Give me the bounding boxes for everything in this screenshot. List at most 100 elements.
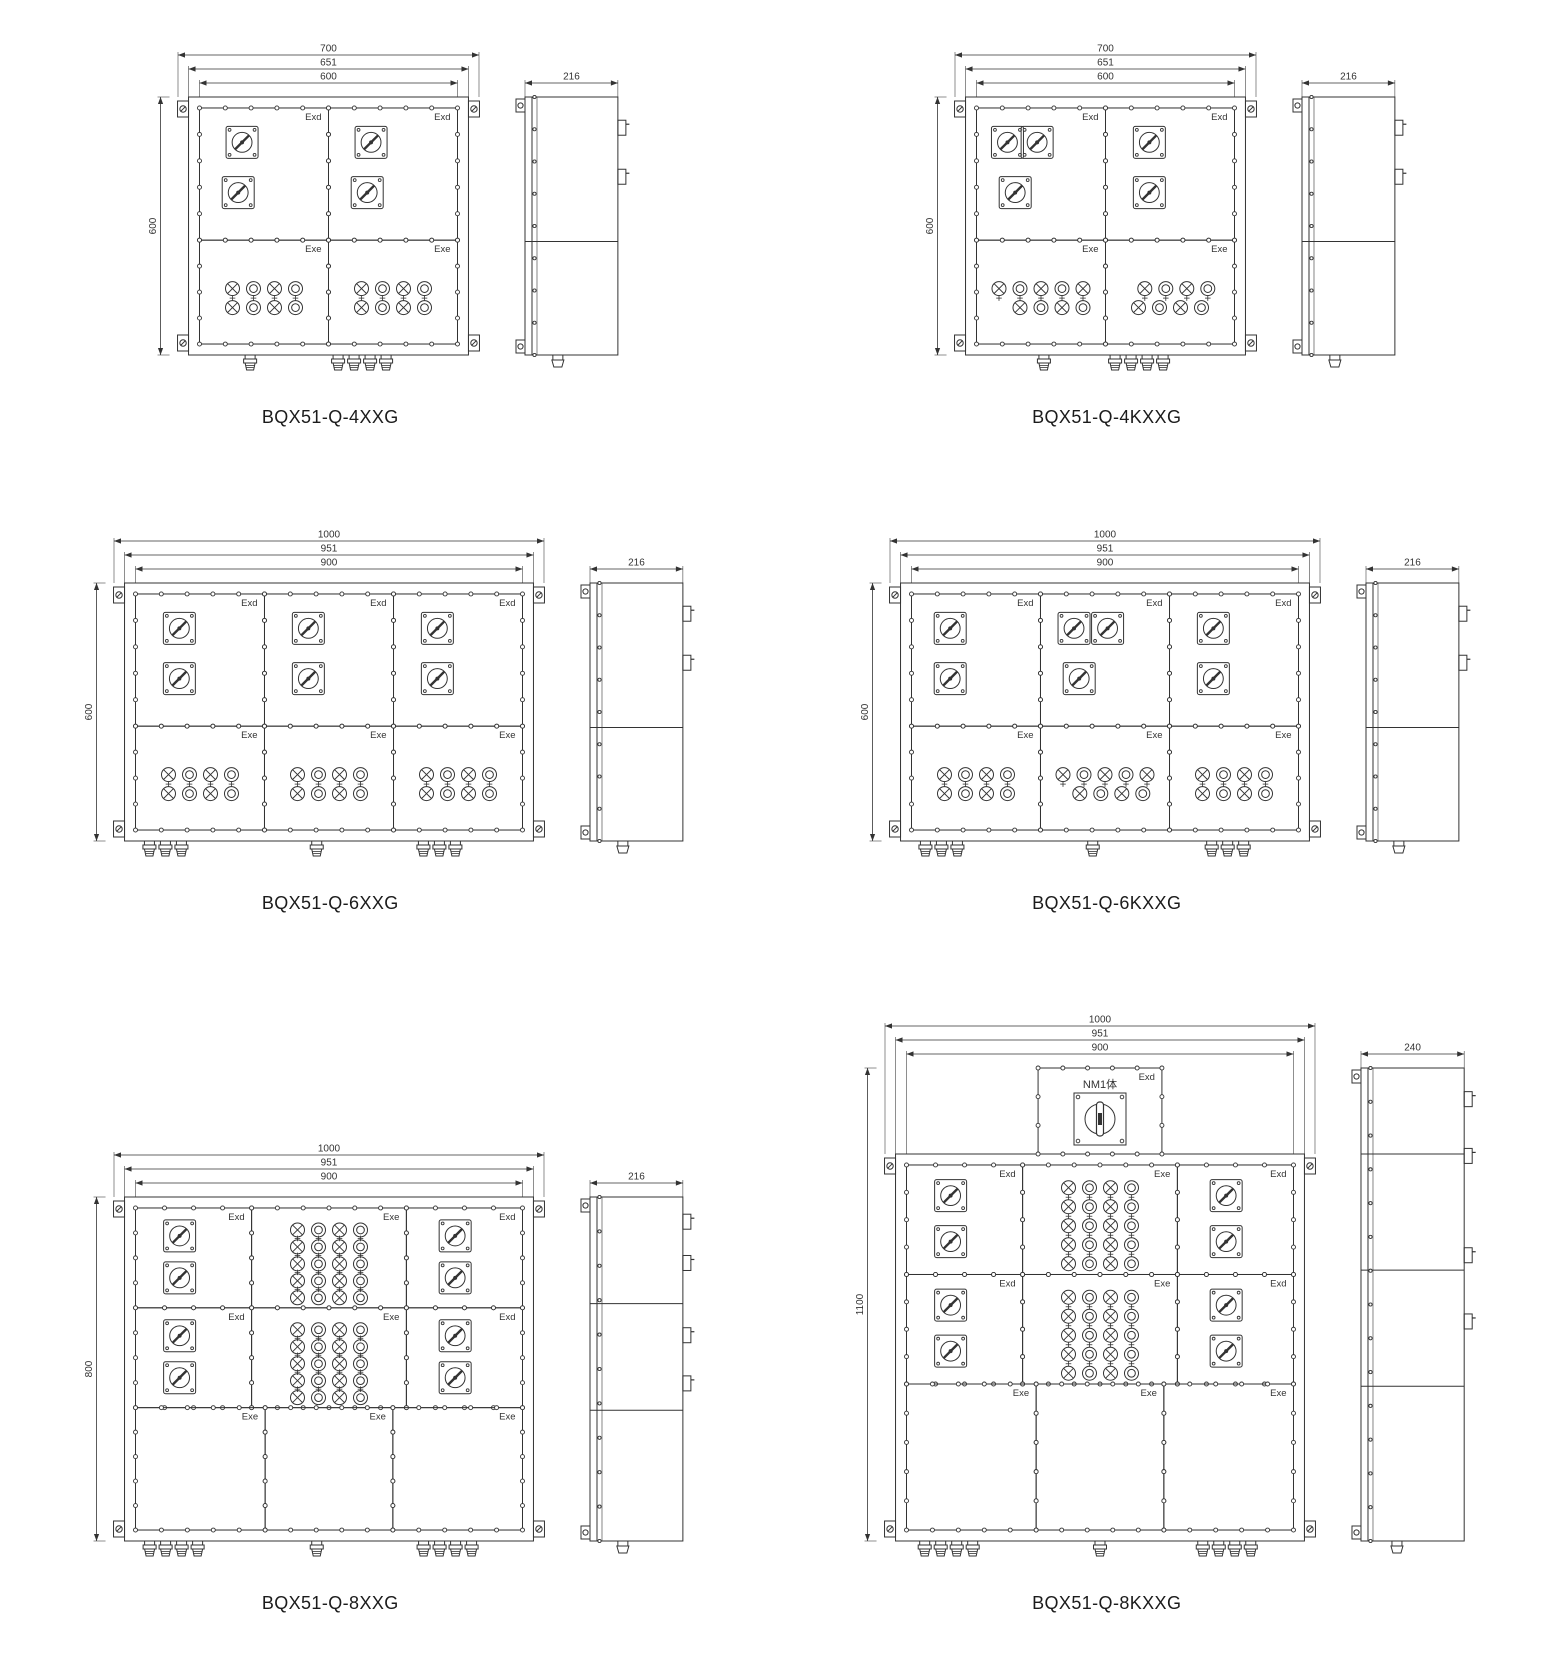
indicator-lamp-icon: [310, 1390, 326, 1406]
dimension: 216: [525, 72, 619, 98]
indicator-lamp-icon: [1012, 300, 1028, 316]
compartment: Exe: [1038, 723, 1173, 833]
cable-gland: [158, 1540, 173, 1557]
svg-text:Exe: Exe: [1275, 730, 1291, 741]
indicator-lamp-icon: [1139, 767, 1155, 783]
indicator-lamp-icon: [352, 1390, 368, 1406]
indicator-lamp-icon: [246, 300, 262, 316]
side-view: [1351, 1065, 1476, 1554]
screw-terminal-icon: [996, 295, 1002, 301]
main-breaker-icon: NM1体: [1073, 1077, 1127, 1146]
dimension: 951: [900, 544, 1311, 584]
dimension: 216: [589, 558, 683, 584]
screw-terminal-icon: [1263, 781, 1269, 787]
indicator-lamp-icon: [310, 1222, 326, 1238]
screw-terminal-icon: [1128, 1251, 1135, 1258]
indicator-lamp-icon: [937, 786, 953, 802]
svg-text:Exe: Exe: [1146, 730, 1162, 741]
svg-text:Exe: Exe: [241, 730, 257, 741]
svg-text:Exe: Exe: [1017, 730, 1033, 741]
bolt-dots: [1020, 1162, 1180, 1277]
indicator-lamp-icon: [1124, 1237, 1140, 1253]
compartment: Exd: [1175, 1272, 1297, 1387]
svg-text:700: 700: [320, 44, 337, 55]
indicator-lamp-icon: [1200, 281, 1216, 297]
indicator-lamp-icon: [331, 1239, 347, 1255]
rotary-switch-icon: [1197, 611, 1231, 645]
indicator-lamp-icon: [1258, 786, 1274, 802]
svg-text:Exe: Exe: [305, 244, 321, 255]
screw-terminal-icon: [1141, 295, 1148, 301]
cable-gland: [331, 354, 346, 371]
svg-text:Exe: Exe: [499, 1412, 515, 1423]
cable-gland: [1086, 840, 1101, 857]
svg-text:Exd: Exd: [1146, 598, 1162, 609]
indicator-lamp-icon: [352, 1339, 368, 1355]
indicator-lamp-icon: [1124, 1365, 1140, 1381]
dimension: 240: [1360, 1043, 1465, 1069]
mounting-lug: [468, 100, 481, 118]
svg-text:Exe: Exe: [369, 1412, 385, 1423]
svg-text:800: 800: [84, 1360, 95, 1377]
screw-terminal-icon: [1128, 1194, 1135, 1201]
side-view: [1292, 94, 1407, 368]
screw-terminal-icon: [1128, 1213, 1135, 1220]
indicator-lamp-icon: [1055, 767, 1071, 783]
compartment: Exe: [1033, 1381, 1167, 1533]
screw-terminal-icon: [1086, 1303, 1093, 1310]
indicator-lamp-icon: [1237, 767, 1253, 783]
screw-terminal-icon: [1065, 1232, 1072, 1239]
indicator-lamp-icon: [1124, 1256, 1140, 1272]
indicator-lamp-icon: [331, 767, 347, 783]
indicator-lamp-icon: [1061, 1256, 1077, 1272]
rotary-switch-icon: [438, 1319, 472, 1353]
indicator-lamp-icon: [396, 281, 412, 297]
indicator-lamp-icon: [310, 1339, 326, 1355]
indicator-lamp-icon: [331, 1322, 347, 1338]
compartment: Exe: [248, 1205, 409, 1311]
indicator-lamp-icon: [1103, 1199, 1119, 1215]
svg-text:Exe: Exe: [383, 1312, 399, 1323]
cable-gland: [309, 1540, 324, 1557]
rotary-switch-icon: [162, 1361, 196, 1395]
dimension: 651: [965, 58, 1246, 98]
indicator-lamp-icon: [418, 767, 434, 783]
screw-terminal-icon: [1204, 295, 1211, 301]
mounting-lug: [112, 1200, 125, 1218]
cable-gland: [158, 840, 173, 857]
mounting-lug: [1309, 586, 1322, 604]
compartment: Exe: [1020, 1272, 1180, 1387]
screw-terminal-icon: [1086, 1194, 1093, 1201]
indicator-lamp-icon: [289, 1273, 305, 1289]
screw-terminal-icon: [1128, 1360, 1135, 1367]
svg-text:Exd: Exd: [1211, 112, 1227, 123]
compartment: Exd: [132, 1305, 254, 1411]
compartment: Exd: [326, 105, 461, 243]
indicator-lamp-icon: [1124, 1180, 1140, 1196]
mounting-lug: [884, 1157, 897, 1175]
dimension: 1000: [890, 530, 1321, 584]
svg-text:Exd: Exd: [1139, 1072, 1155, 1083]
indicator-lamp-icon: [352, 1239, 368, 1255]
svg-text:Exe: Exe: [1141, 1388, 1157, 1399]
indicator-lamp-icon: [331, 1273, 347, 1289]
svg-text:Exe: Exe: [499, 730, 515, 741]
dimension: 216: [589, 1172, 683, 1198]
screw-terminal-icon: [228, 781, 235, 787]
bolt-dots: [390, 1405, 525, 1533]
indicator-lamp-icon: [1158, 281, 1174, 297]
svg-text:900: 900: [1092, 1043, 1109, 1054]
cable-gland: [1236, 840, 1251, 857]
screw-terminal-icon: [1128, 1341, 1135, 1348]
compartment: Exd: [904, 1272, 1026, 1387]
bolt-dots: [1033, 1381, 1167, 1533]
cable-gland: [190, 1540, 205, 1557]
compartment: Exd: [909, 591, 1044, 729]
indicator-lamp-icon: [223, 767, 239, 783]
indicator-lamp-icon: [1033, 300, 1049, 316]
compartment: Exd: [132, 591, 267, 729]
svg-text:Exd: Exd: [1270, 1169, 1286, 1180]
